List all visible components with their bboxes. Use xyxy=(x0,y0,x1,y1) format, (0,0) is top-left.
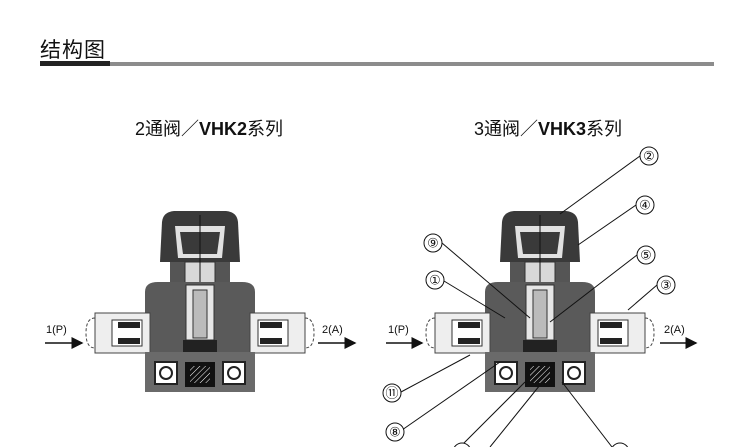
title-underline-accent xyxy=(40,61,110,66)
caption-model: VHK2 xyxy=(199,119,248,139)
valve-2-way-drawing: 1(P) 2(A) xyxy=(45,211,357,392)
port-out-label: 2(A) xyxy=(322,324,343,336)
caption-model: VHK3 xyxy=(538,119,587,139)
port-in-label: 1(P) xyxy=(46,324,67,336)
callout-8: ⑧ xyxy=(389,425,401,440)
callout-4: ④ xyxy=(639,198,651,213)
callout-3: ③ xyxy=(660,278,672,293)
callout-9: ⑨ xyxy=(427,236,439,251)
callout-11: ⑪ xyxy=(385,386,398,401)
caption-suffix: 系列 xyxy=(247,119,284,139)
caption-2-way-valve: 2通阀／VHK2系列 xyxy=(135,115,283,141)
port-out-label: 2(A) xyxy=(664,324,685,336)
caption-suffix: 系列 xyxy=(586,119,623,139)
caption-prefix: 2通阀／ xyxy=(135,119,200,139)
caption-prefix: 3通阀／ xyxy=(474,119,539,139)
section-title: 结构图 xyxy=(40,39,106,62)
title-underline-rule xyxy=(110,62,714,66)
port-in-label: 1(P) xyxy=(388,324,409,336)
valve-3-way-drawing: 1(P) 2(A) ② xyxy=(382,146,698,447)
callout-5: ⑤ xyxy=(640,248,652,263)
callout-1: ① xyxy=(429,273,441,288)
callout-2: ② xyxy=(643,149,655,164)
caption-3-way-valve: 3通阀／VHK3系列 xyxy=(474,115,622,141)
